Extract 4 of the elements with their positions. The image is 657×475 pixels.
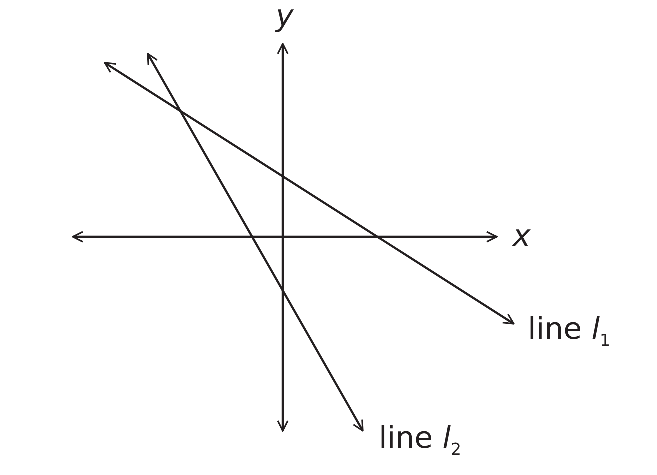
axis-label: y [276, 2, 294, 32]
line-label: line l$_{1}$ [528, 315, 611, 350]
line-label: line l$_{2}$ [379, 424, 462, 458]
axis-label: x [513, 222, 531, 252]
